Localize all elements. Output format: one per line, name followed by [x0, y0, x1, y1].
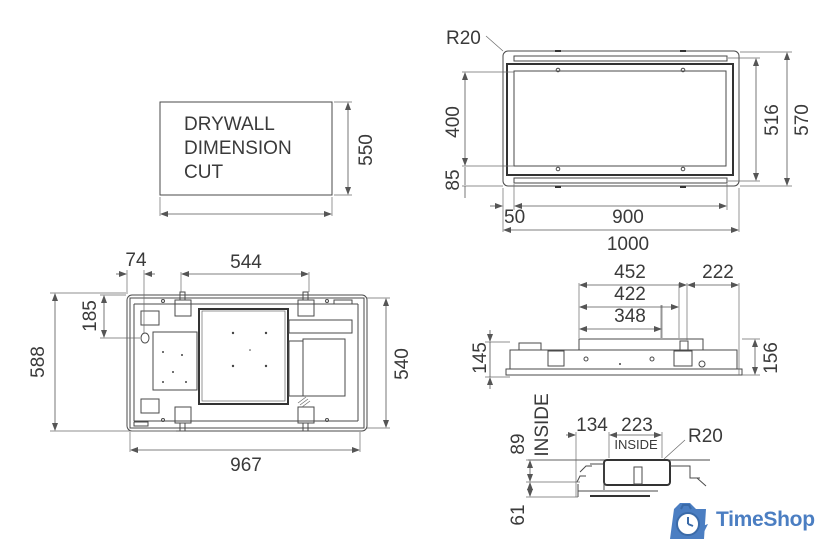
inside-label-horizontal: INSIDE	[614, 437, 658, 452]
section-r20-label: R20	[688, 426, 723, 447]
timeshop-logo[interactable]: TimeShop	[666, 497, 836, 543]
dim-544: 544	[230, 252, 262, 273]
dim-452: 452	[614, 262, 646, 283]
section-view: 134 223 INSIDE R20 89 61 INSIDE	[508, 393, 723, 525]
outer-frame	[502, 50, 740, 187]
unit-outline	[126, 294, 368, 432]
dim-588: 588	[28, 346, 49, 378]
dim-61: 61	[508, 504, 529, 525]
inside-label-vertical: INSIDE	[532, 393, 553, 456]
dim-348: 348	[614, 306, 646, 327]
dim-156: 156	[761, 342, 782, 374]
dim-50: 50	[504, 207, 525, 228]
top-view: R20 400 85 516 570 50 900 1000	[443, 28, 813, 255]
top-r20-label: R20	[446, 28, 481, 49]
dim-134: 134	[576, 415, 608, 436]
dim-516: 516	[762, 104, 783, 136]
dim-89: 89	[508, 433, 529, 454]
dim-967: 967	[230, 455, 262, 476]
dim-185: 185	[80, 300, 101, 332]
logo-text: TimeShop	[716, 508, 815, 531]
dim-223: 223	[621, 415, 653, 436]
dim-570: 570	[792, 104, 813, 136]
dim-550: 550	[356, 134, 377, 166]
drywall-label-line-2: DIMENSION	[184, 138, 292, 159]
dim-85: 85	[443, 169, 464, 190]
plan-view: 74 544 185 588 540 967	[28, 250, 413, 476]
dim-900: 900	[612, 207, 644, 228]
dim-400: 400	[443, 106, 464, 138]
drywall-label-line-1: DRYWALL	[184, 114, 275, 135]
dim-1000: 1000	[607, 234, 649, 255]
side-view: 452 422 348 222 145 156	[470, 262, 782, 389]
dim-540: 540	[392, 348, 413, 380]
dim-222: 222	[702, 262, 734, 283]
drywall-cut-view: DRYWALL DIMENSION CUT 550	[159, 101, 377, 217]
drywall-cut-rect	[159, 101, 333, 196]
dim-145: 145	[470, 342, 491, 374]
drywall-label-line-3: CUT	[184, 162, 223, 183]
dim-422: 422	[614, 284, 646, 305]
dim-74: 74	[125, 250, 147, 271]
clock-bag-icon	[670, 503, 708, 539]
